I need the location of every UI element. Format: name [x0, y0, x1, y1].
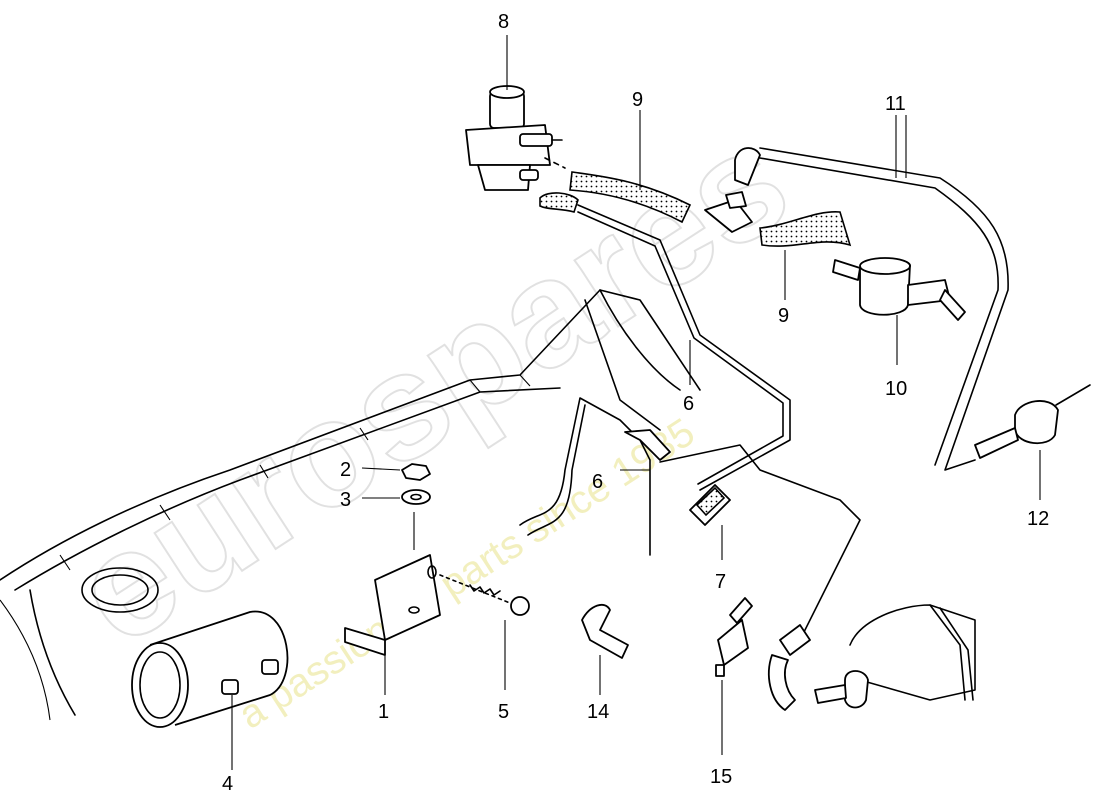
- callout-7: 7: [715, 571, 726, 593]
- part-6-line: [539, 192, 791, 491]
- callout-9-top: 9: [632, 89, 643, 111]
- part-5-screw: [439, 574, 530, 690]
- callout-10: 10: [885, 378, 907, 400]
- callout-11: 11: [885, 93, 906, 115]
- callout-4: 4: [222, 773, 233, 795]
- callout-6-top: 6: [683, 393, 694, 415]
- part-15-fitting: [715, 597, 753, 755]
- callout-9-bottom: 9: [778, 305, 789, 327]
- part-3-washer: [362, 489, 431, 550]
- part-1-bracket: [344, 554, 441, 695]
- callout-6-left: 6: [592, 471, 603, 493]
- part-12-filter: [974, 384, 1091, 500]
- callout-3: 3: [340, 489, 351, 511]
- callout-12: 12: [1027, 508, 1049, 530]
- part-14-elbow: [581, 603, 629, 695]
- part-2-nut: [361, 463, 431, 481]
- part-10-valve: [832, 257, 966, 365]
- part-11-line: [734, 115, 1009, 471]
- tee-connector: [704, 191, 753, 233]
- callout-8: 8: [498, 11, 509, 33]
- part-9-hose-upper: [569, 110, 692, 224]
- callout-15: 15: [710, 766, 732, 788]
- part-6-branch: [519, 397, 861, 641]
- part-4-canister: [131, 610, 289, 770]
- part-8-valve: [465, 35, 553, 191]
- callout-1: 1: [378, 701, 389, 723]
- callout-14: 14: [587, 701, 609, 723]
- callout-labels: 8 9 11 9 10 6 6 2 3 12 7 1 5 14 4 15: [222, 11, 1049, 795]
- engine-outline: [0, 289, 701, 721]
- callout-2: 2: [340, 459, 351, 481]
- dashed-link: [544, 157, 566, 169]
- right-hose-assembly: [768, 604, 976, 711]
- part-7-filter: [689, 484, 731, 560]
- callout-5: 5: [498, 701, 509, 723]
- part-9-hose-lower: [759, 211, 852, 300]
